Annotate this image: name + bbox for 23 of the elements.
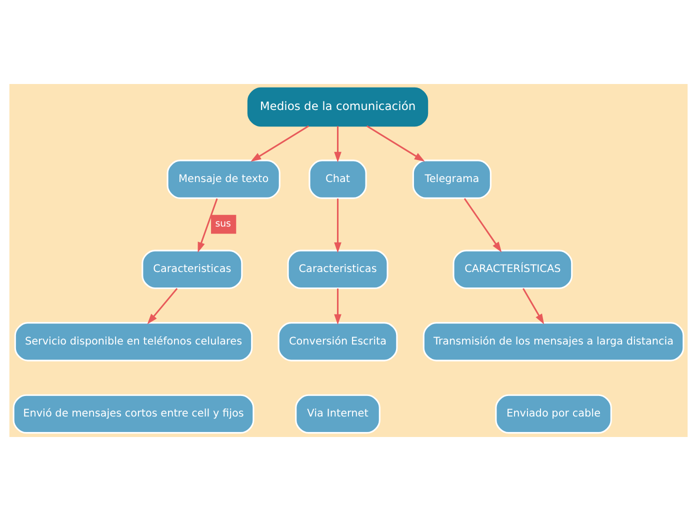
- node-box: CARACTERÍSTICAS: [452, 249, 572, 289]
- node-box: Enviado por cable: [494, 394, 612, 434]
- arrow: [197, 198, 218, 252]
- edge-label: sus: [214, 218, 230, 230]
- arrow: [463, 198, 502, 252]
- arrow: [146, 288, 178, 324]
- arrow: [334, 288, 341, 324]
- arrow: [522, 288, 544, 324]
- node-box: Transmisión de los mensajes a larga distancia: [422, 322, 684, 361]
- arrow: [334, 126, 341, 162]
- node-box: Envió de mensajes cortos entre cell y fijos: [12, 394, 254, 434]
- node-box: Caracteristicas: [286, 249, 388, 289]
- node-box: Caracteristicas: [141, 249, 242, 289]
- node-box: Medios de la comunicación: [246, 86, 428, 126]
- node-box: Via Internet: [294, 394, 380, 434]
- arrow: [366, 124, 424, 162]
- node-box: Conversión Escrita: [277, 322, 398, 361]
- node-box: Chat: [308, 159, 366, 198]
- arrow: [334, 198, 341, 252]
- arrow: [250, 124, 309, 162]
- node-box: Mensaje de texto: [166, 159, 280, 198]
- node-box: Servicio disponible en teléfonos celulares: [14, 322, 252, 361]
- node-box: Telegrama: [412, 159, 491, 198]
